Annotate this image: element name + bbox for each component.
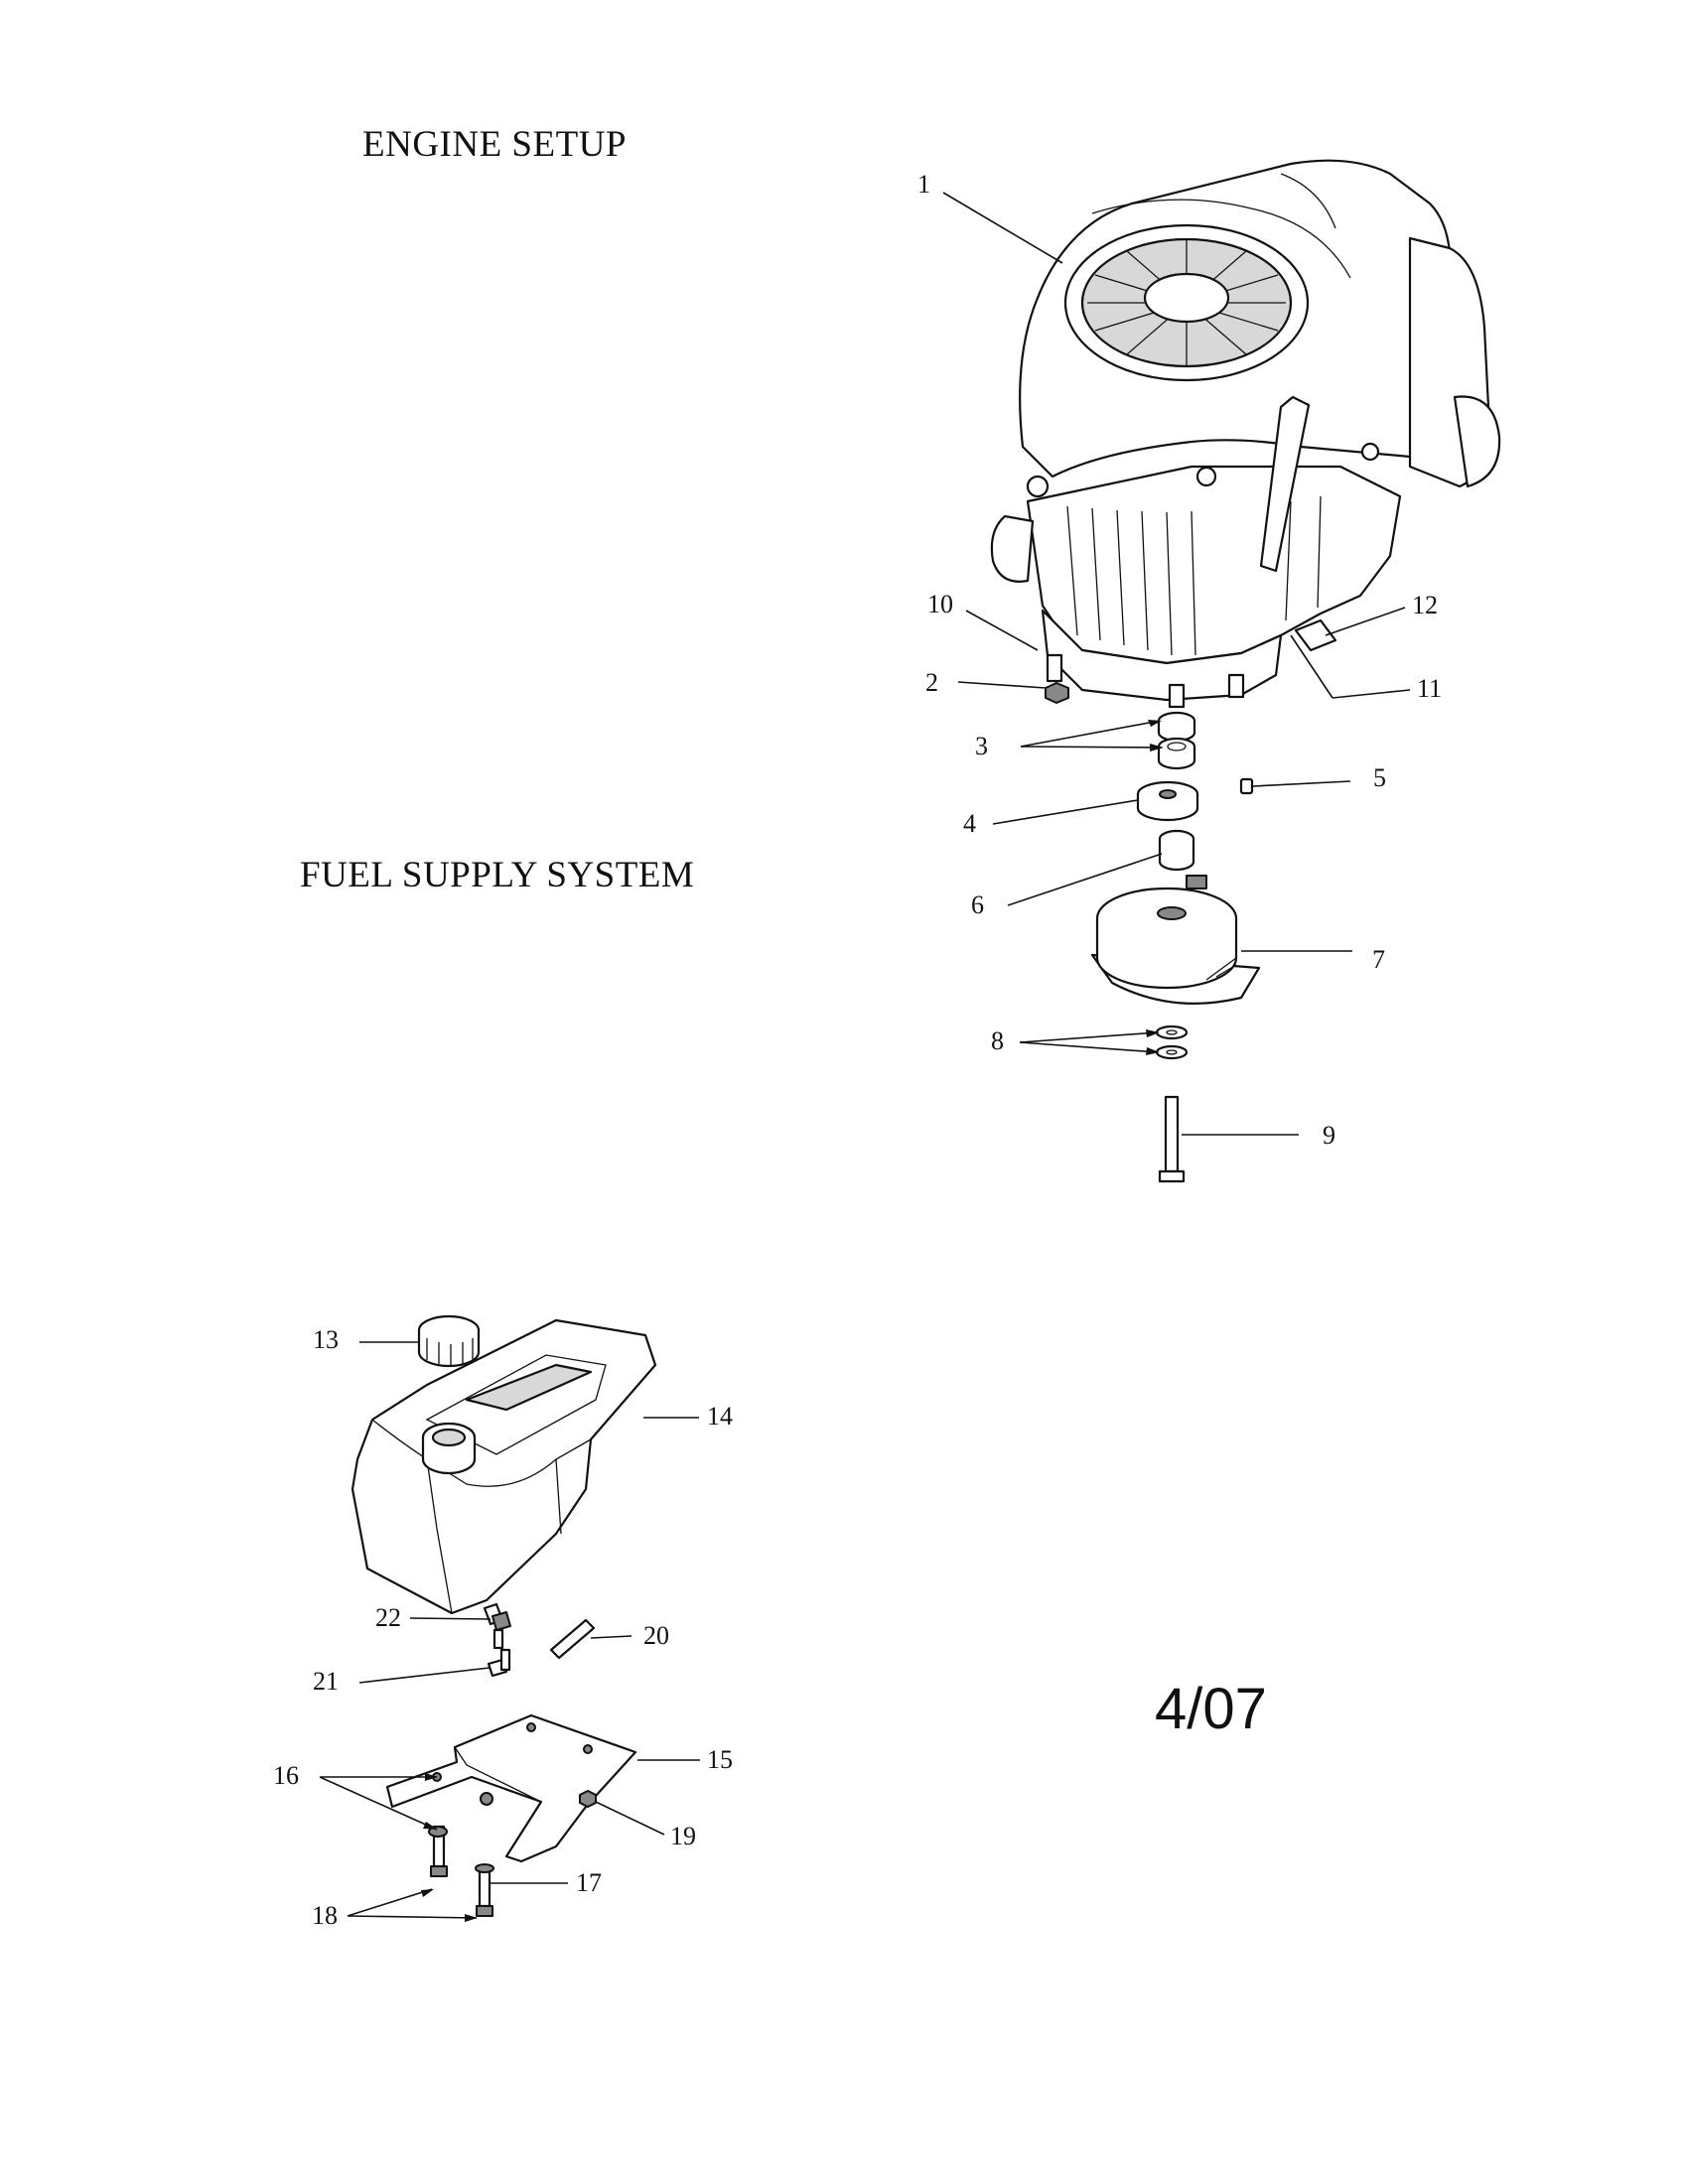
engine-setup-heading: ENGINE SETUP bbox=[362, 124, 628, 165]
fuel-cap-part-13 bbox=[417, 1314, 481, 1368]
nut-part-2 bbox=[1045, 682, 1069, 704]
callout-18: 18 bbox=[312, 1901, 338, 1930]
leader-lines bbox=[319, 192, 1411, 1919]
engine-illustration bbox=[990, 159, 1501, 709]
arrowheads bbox=[421, 720, 1164, 1922]
callout-14: 14 bbox=[707, 1402, 733, 1431]
bolt-part-9 bbox=[1158, 1095, 1186, 1183]
page-code: 4/07 bbox=[1155, 1677, 1267, 1741]
spacer-parts-3 bbox=[1157, 711, 1196, 770]
callout-9: 9 bbox=[1323, 1121, 1335, 1150]
bolt-part-18-right bbox=[476, 1864, 493, 1917]
spacer-part-6 bbox=[1158, 829, 1195, 872]
nut-part-19 bbox=[579, 1790, 597, 1808]
callout-16: 16 bbox=[273, 1761, 299, 1790]
callout-10: 10 bbox=[927, 590, 953, 618]
callout-19: 19 bbox=[670, 1822, 696, 1850]
fuel-supply-system-heading: FUEL SUPPLY SYSTEM bbox=[300, 855, 695, 895]
callout-12: 12 bbox=[1412, 591, 1438, 619]
fitting-part-22 bbox=[491, 1611, 511, 1650]
callout-15: 15 bbox=[707, 1745, 733, 1774]
callout-21: 21 bbox=[313, 1667, 339, 1696]
washer-part-17 bbox=[475, 1863, 494, 1873]
callout-11: 11 bbox=[1417, 674, 1442, 703]
key-part-5 bbox=[1239, 777, 1254, 795]
callout-20: 20 bbox=[643, 1621, 669, 1650]
pulley-part-4 bbox=[1136, 780, 1199, 822]
callout-13: 13 bbox=[313, 1325, 339, 1354]
tank-bracket-part-15 bbox=[385, 1713, 637, 1863]
clamp-part-21 bbox=[487, 1648, 511, 1678]
callout-8: 8 bbox=[991, 1026, 1004, 1055]
callout-6: 6 bbox=[971, 890, 984, 919]
callout-3: 3 bbox=[975, 732, 988, 760]
fuel-tank-illustration bbox=[351, 1318, 657, 1626]
callout-22: 22 bbox=[375, 1603, 401, 1632]
callout-4: 4 bbox=[963, 809, 976, 838]
callout-7: 7 bbox=[1372, 945, 1385, 974]
clutch-part-7 bbox=[1090, 875, 1261, 1005]
washer-parts-8 bbox=[1155, 1024, 1189, 1060]
callout-2: 2 bbox=[925, 668, 938, 697]
callout-17: 17 bbox=[576, 1868, 602, 1897]
fuel-line-part-20 bbox=[549, 1618, 596, 1660]
callout-1: 1 bbox=[917, 170, 930, 199]
callout-5: 5 bbox=[1373, 763, 1386, 792]
